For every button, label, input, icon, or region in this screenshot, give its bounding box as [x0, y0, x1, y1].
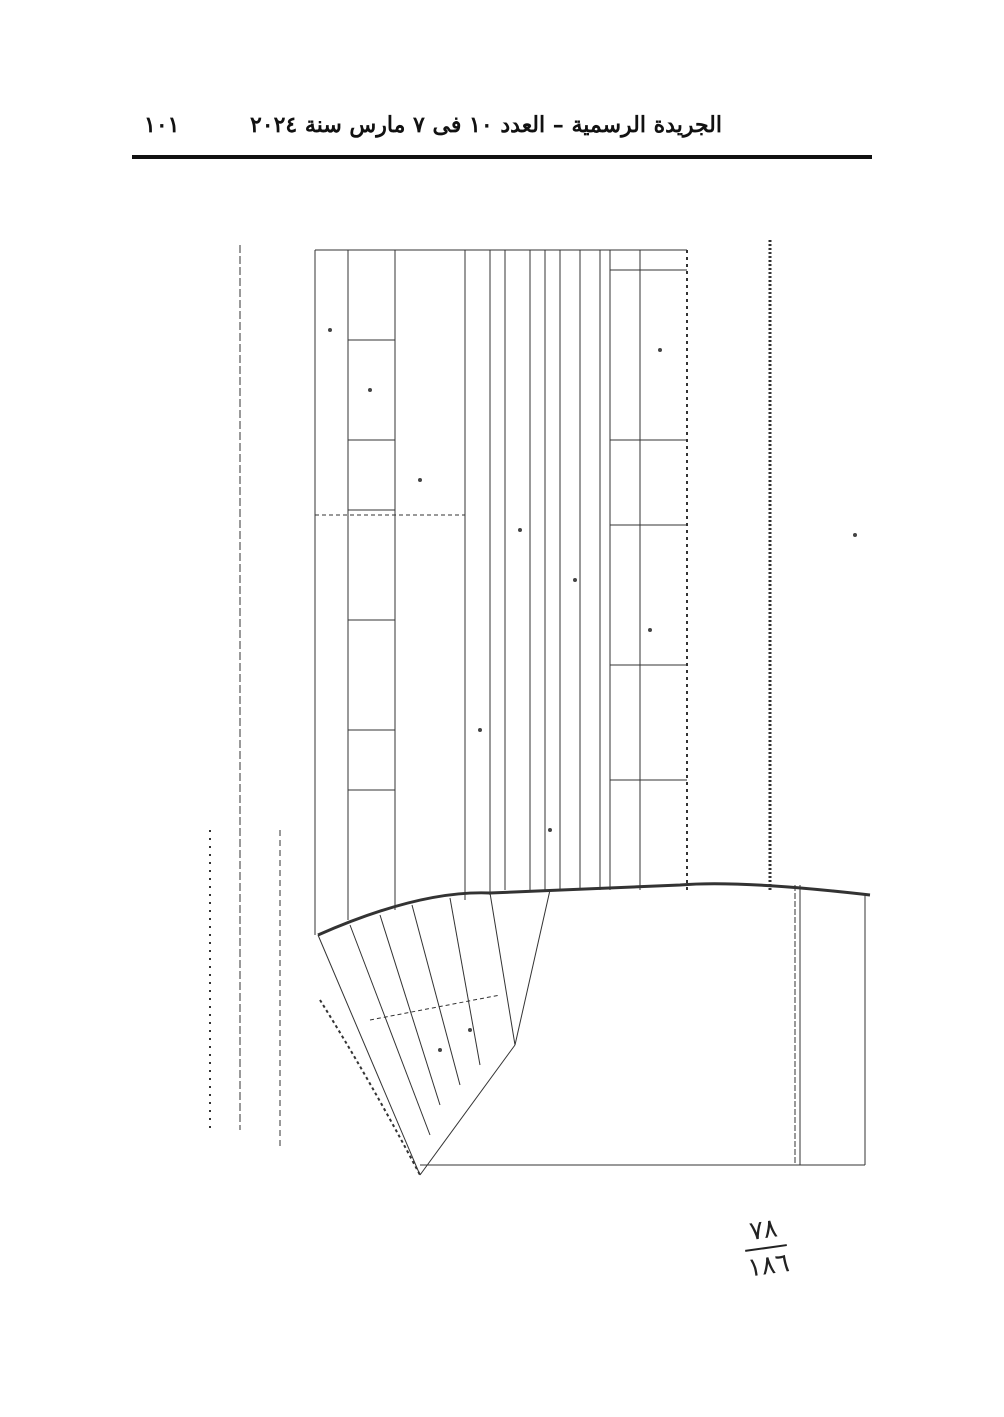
page-header: الجريدة الرسمية – العدد ١٠ فى ٧ مارس سنة… [132, 112, 872, 152]
annotation-numerator: ٧٨ [747, 1213, 780, 1247]
header-divider [132, 155, 872, 159]
survey-map-drawing [209, 240, 871, 1176]
page-number: ١٠١ [144, 112, 180, 138]
gazette-title: الجريدة الرسمية – العدد ١٠ فى ٧ مارس سنة… [249, 112, 722, 138]
annotation-denominator: ١٨٦ [745, 1248, 792, 1284]
handwritten-page-annotation: ٧٨ ١٨٦ [741, 1212, 792, 1284]
